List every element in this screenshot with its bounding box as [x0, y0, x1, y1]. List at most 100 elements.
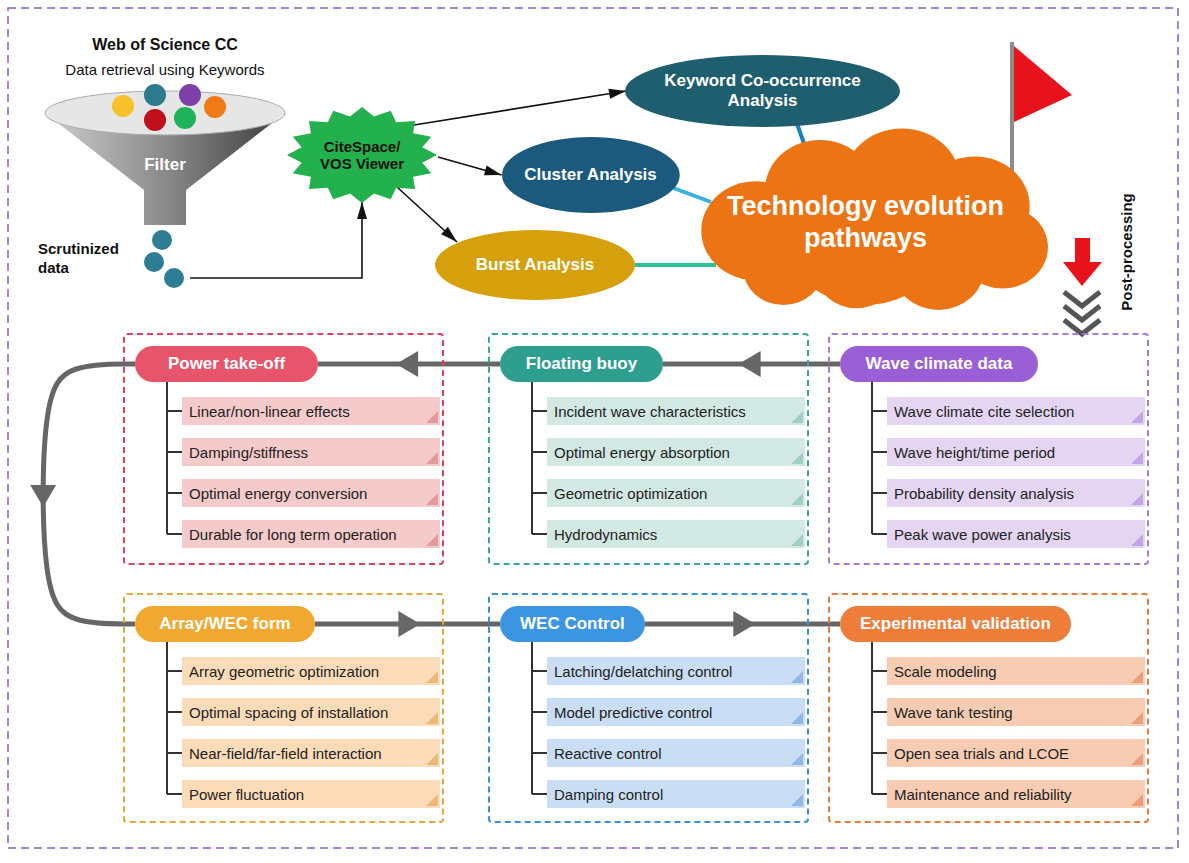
item-text: Power fluctuation	[189, 786, 304, 803]
stage-item: Damping control	[547, 780, 805, 808]
item-text: Latching/delatching control	[554, 663, 732, 680]
tool-burst: CiteSpace/ VOS Viewer	[287, 107, 437, 203]
data-label: Scrutinized data	[38, 240, 140, 278]
tree-line	[167, 382, 182, 534]
stage-item: Damping/stiffness	[182, 438, 440, 466]
stage-item: Peak wave power analysis	[887, 520, 1145, 548]
arrow-head	[733, 611, 755, 637]
stage-header: Wave climate data	[840, 346, 1038, 382]
stage-group: Floating buoyIncident wave characteristi…	[488, 333, 809, 565]
analysis-ellipse: Burst Analysis	[435, 230, 635, 300]
item-text: Damping/stiffness	[189, 444, 308, 461]
shape-text: Burst Analysis	[476, 255, 594, 275]
arrow-head	[608, 89, 626, 99]
flow-connector	[798, 125, 805, 145]
item-text: Reactive control	[554, 745, 662, 762]
source-subtitle: Data retrieval using Keywords	[40, 61, 290, 78]
stage-item: Latching/delatching control	[547, 657, 805, 685]
flow-connector	[673, 188, 711, 202]
item-text: Peak wave power analysis	[894, 526, 1071, 543]
result-cloud: Technology evolution pathways	[683, 140, 1048, 305]
stage-item: Reactive control	[547, 739, 805, 767]
chevron	[1064, 306, 1100, 320]
chevron	[1064, 292, 1100, 306]
arrow-head	[398, 611, 420, 637]
item-text: Incident wave characteristics	[554, 403, 746, 420]
stage-item: Durable for long term operation	[182, 520, 440, 548]
item-text: Probability density analysis	[894, 485, 1074, 502]
stage-header: Floating buoy	[500, 346, 663, 382]
item-text: Linear/non-linear effects	[189, 403, 350, 420]
stage-item: Optimal spacing of installation	[182, 698, 440, 726]
flow-connector	[414, 91, 626, 125]
stage-header: Array/WEC form	[135, 606, 315, 642]
stage-item: Hydrodynamics	[547, 520, 805, 548]
arrow-head	[396, 351, 418, 377]
shape-text: Keyword Co-occurrence Analysis	[660, 71, 865, 110]
item-text: Hydrodynamics	[554, 526, 657, 543]
stage-item: Incident wave characteristics	[547, 397, 805, 425]
arrow-head	[357, 202, 367, 219]
stage-group: WEC ControlLatching/delatching controlMo…	[488, 593, 809, 823]
analysis-ellipse: Cluster Analysis	[502, 137, 680, 213]
tree-line	[532, 642, 547, 794]
stage-item: Wave height/time period	[887, 438, 1145, 466]
analysis-ellipse: Keyword Co-occurrence Analysis	[625, 55, 900, 127]
item-text: Near-field/far-field interaction	[189, 745, 382, 762]
flow-connector	[43, 364, 135, 624]
stage-item: Power fluctuation	[182, 780, 440, 808]
funnel-shape	[40, 28, 290, 228]
arrow-head	[441, 227, 457, 242]
stage-item: Array geometric optimization	[182, 657, 440, 685]
stage-item: Wave climate cite selection	[887, 397, 1145, 425]
item-text: Damping control	[554, 786, 663, 803]
item-text: Scale modeling	[894, 663, 997, 680]
stage-group: Experimental validationScale modelingWav…	[828, 593, 1149, 823]
stage-header: Experimental validation	[840, 606, 1071, 642]
shape-text: Technology evolution pathways	[715, 191, 1015, 253]
filter-label: Filter	[40, 155, 290, 175]
arrow-head	[739, 351, 761, 377]
stage-item: Wave tank testing	[887, 698, 1145, 726]
down-arrow	[1075, 238, 1090, 264]
flow-connector	[438, 157, 502, 175]
stage-header: WEC Control	[500, 606, 645, 642]
shape-text: CiteSpace/ VOS Viewer	[312, 138, 412, 173]
arrow-head	[30, 485, 56, 507]
stage-item: Maintenance and reliability	[887, 780, 1145, 808]
data-dots: Scrutinized data	[38, 232, 190, 294]
item-text: Maintenance and reliability	[894, 786, 1072, 803]
item-text: Wave tank testing	[894, 704, 1013, 721]
source-title: Web of Science CC	[40, 36, 290, 54]
stage-item: Probability density analysis	[887, 479, 1145, 507]
item-text: Model predictive control	[554, 704, 712, 721]
stage-item: Optimal energy absorption	[547, 438, 805, 466]
filter-funnel: Web of Science CC Data retrieval using Ke…	[40, 28, 290, 228]
shape-text: Cluster Analysis	[524, 165, 657, 185]
stage-item: Linear/non-linear effects	[182, 397, 440, 425]
outer-frame	[8, 8, 1178, 848]
stage-item: Geometric optimization	[547, 479, 805, 507]
stage-item: Near-field/far-field interaction	[182, 739, 440, 767]
item-text: Optimal spacing of installation	[189, 704, 388, 721]
tree-line	[872, 382, 887, 534]
arrow-head	[484, 166, 502, 176]
item-text: Geometric optimization	[554, 485, 707, 502]
tree-line	[872, 642, 887, 794]
item-text: Array geometric optimization	[189, 663, 379, 680]
item-text: Durable for long term operation	[189, 526, 397, 543]
stage-group: Array/WEC formArray geometric optimizati…	[123, 593, 444, 823]
stage-item: Model predictive control	[547, 698, 805, 726]
stage-item: Optimal energy conversion	[182, 479, 440, 507]
item-text: Wave climate cite selection	[894, 403, 1074, 420]
flow-connector	[635, 263, 716, 267]
item-text: Wave height/time period	[894, 444, 1055, 461]
stage-group: Wave climate dataWave climate cite selec…	[828, 333, 1149, 565]
flow-connector	[397, 187, 457, 242]
stage-item: Open sea trials and LCOE	[887, 739, 1145, 767]
stage-group: Power take-offLinear/non-linear effectsD…	[123, 333, 444, 565]
item-text: Optimal energy conversion	[189, 485, 367, 502]
tree-line	[167, 642, 182, 794]
flag	[1014, 46, 1072, 122]
